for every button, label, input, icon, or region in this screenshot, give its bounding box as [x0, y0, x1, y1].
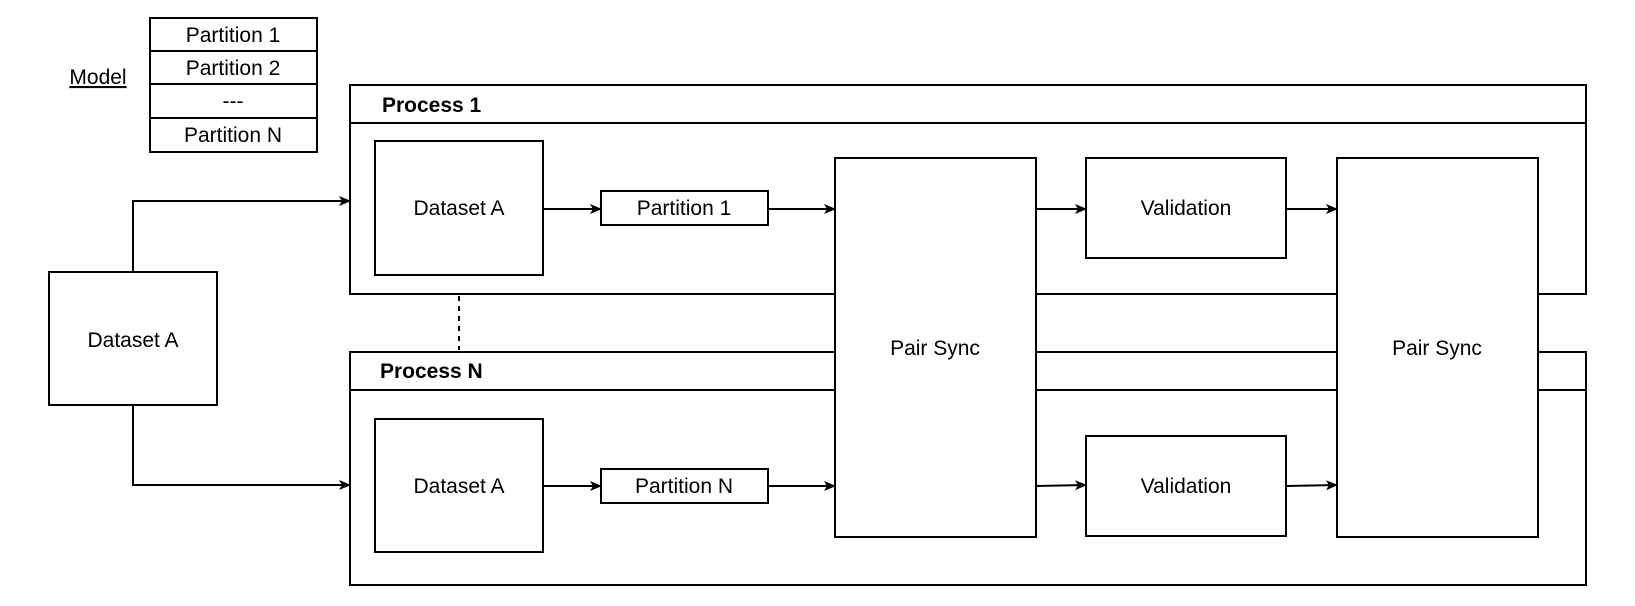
process-1-partition-label: Partition 1 [637, 197, 732, 220]
process-1-dataset-node: Dataset A [374, 140, 544, 276]
edge-source-to-process-1 [132, 196, 351, 272]
process-n-dataset-node: Dataset A [374, 418, 544, 553]
process-n-partition-label: Partition N [635, 475, 733, 498]
edge-source-to-process-n [132, 405, 351, 490]
model-row-2: Partition 2 [186, 57, 281, 80]
pair-sync-2-node: Pair Sync [1336, 157, 1539, 538]
process-n-title: Process N [380, 360, 483, 383]
process-1-dataset-label: Dataset A [413, 197, 504, 220]
model-legend: Model Partition 1 Partition 2 --- Partit… [69, 17, 318, 153]
process-1-validation-node: Validation [1085, 157, 1287, 259]
edge-pn-pairsync-to-validation [1035, 480, 1087, 491]
process-1-validation-label: Validation [1141, 197, 1232, 220]
source-dataset-node: Dataset A [48, 271, 218, 406]
process-n-partition-node: Partition N [600, 468, 769, 504]
process-n-dataset-label: Dataset A [413, 475, 504, 498]
pair-sync-1-label: Pair Sync [890, 337, 980, 360]
model-row-1: Partition 1 [186, 24, 281, 47]
edge-pn-validation-to-pairsync [1285, 480, 1338, 491]
pair-sync-2-label: Pair Sync [1392, 337, 1482, 360]
source-dataset-label: Dataset A [87, 329, 178, 352]
pair-sync-1-node: Pair Sync [834, 157, 1037, 538]
process-1-partition-node: Partition 1 [600, 190, 769, 226]
process-1-title: Process 1 [382, 94, 482, 117]
model-row-3: --- [223, 90, 244, 113]
process-n-validation-label: Validation [1141, 475, 1232, 498]
model-row-4: Partition N [184, 124, 282, 147]
process-n-validation-node: Validation [1085, 435, 1287, 537]
model-label: Model [69, 66, 126, 89]
